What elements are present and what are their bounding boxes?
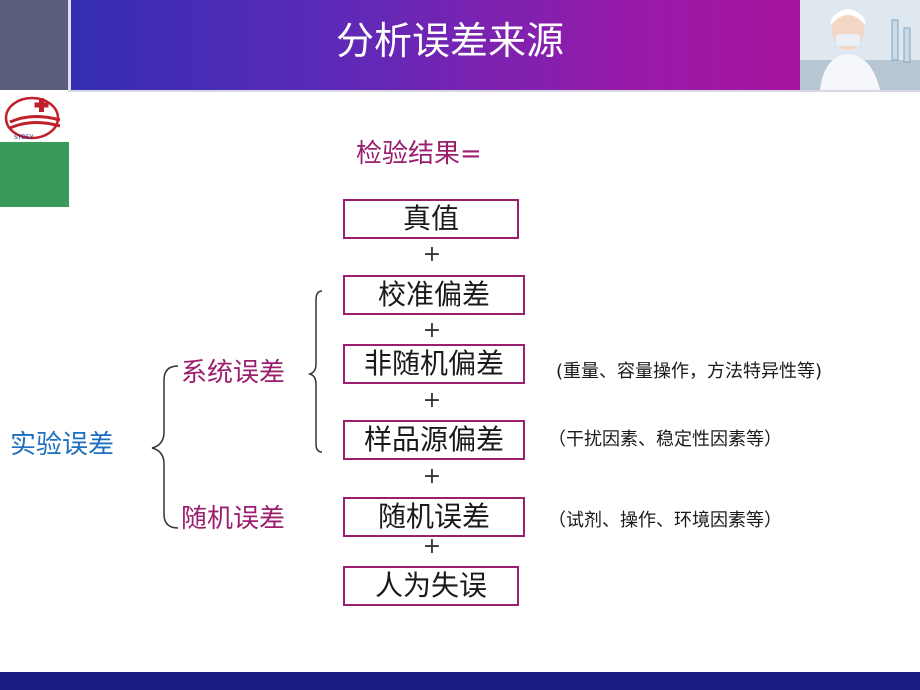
plus-sign: +: [422, 318, 442, 343]
box-nonrandom-bias: 非随机偏差: [343, 344, 525, 384]
header-separator: [68, 0, 71, 90]
hospital-logo: SYDEY: [2, 92, 68, 142]
box-true-value: 真值: [343, 199, 519, 239]
small-brace: [307, 290, 323, 453]
green-accent-block: [0, 142, 69, 207]
random-error-label: 随机误差: [181, 504, 286, 534]
header-underline: [68, 90, 920, 92]
logo-text: SYDEY: [14, 134, 34, 141]
header-left-block: [0, 0, 68, 90]
experimental-error-label: 实验误差: [10, 430, 115, 460]
slide-title: 分析误差来源: [335, 19, 564, 63]
plus-sign: +: [422, 388, 442, 413]
box-human-error: 人为失误: [343, 566, 519, 606]
footer-bar: [0, 672, 920, 690]
header-bar: [0, 0, 920, 90]
logo-emblem: SYDEY: [4, 96, 61, 141]
plus-sign: +: [422, 534, 442, 559]
box-random-error: 随机误差: [343, 497, 525, 537]
systematic-error-label: 系统误差: [181, 358, 286, 388]
result-label: 检验结果=: [356, 139, 482, 169]
lab-photo: [800, 0, 920, 90]
lab-worker-illustration: [800, 0, 920, 90]
box-calibration-bias: 校准偏差: [343, 275, 525, 315]
plus-sign: +: [422, 242, 442, 267]
big-brace: [151, 365, 179, 529]
note-random: （试剂、操作、环境因素等）: [548, 510, 782, 531]
plus-sign: +: [422, 464, 442, 489]
note-nonrandom: (重量、容量操作，方法特异性等): [556, 361, 823, 382]
box-sample-bias: 样品源偏差: [343, 420, 525, 460]
note-sample: （干扰因素、稳定性因素等）: [548, 429, 782, 450]
